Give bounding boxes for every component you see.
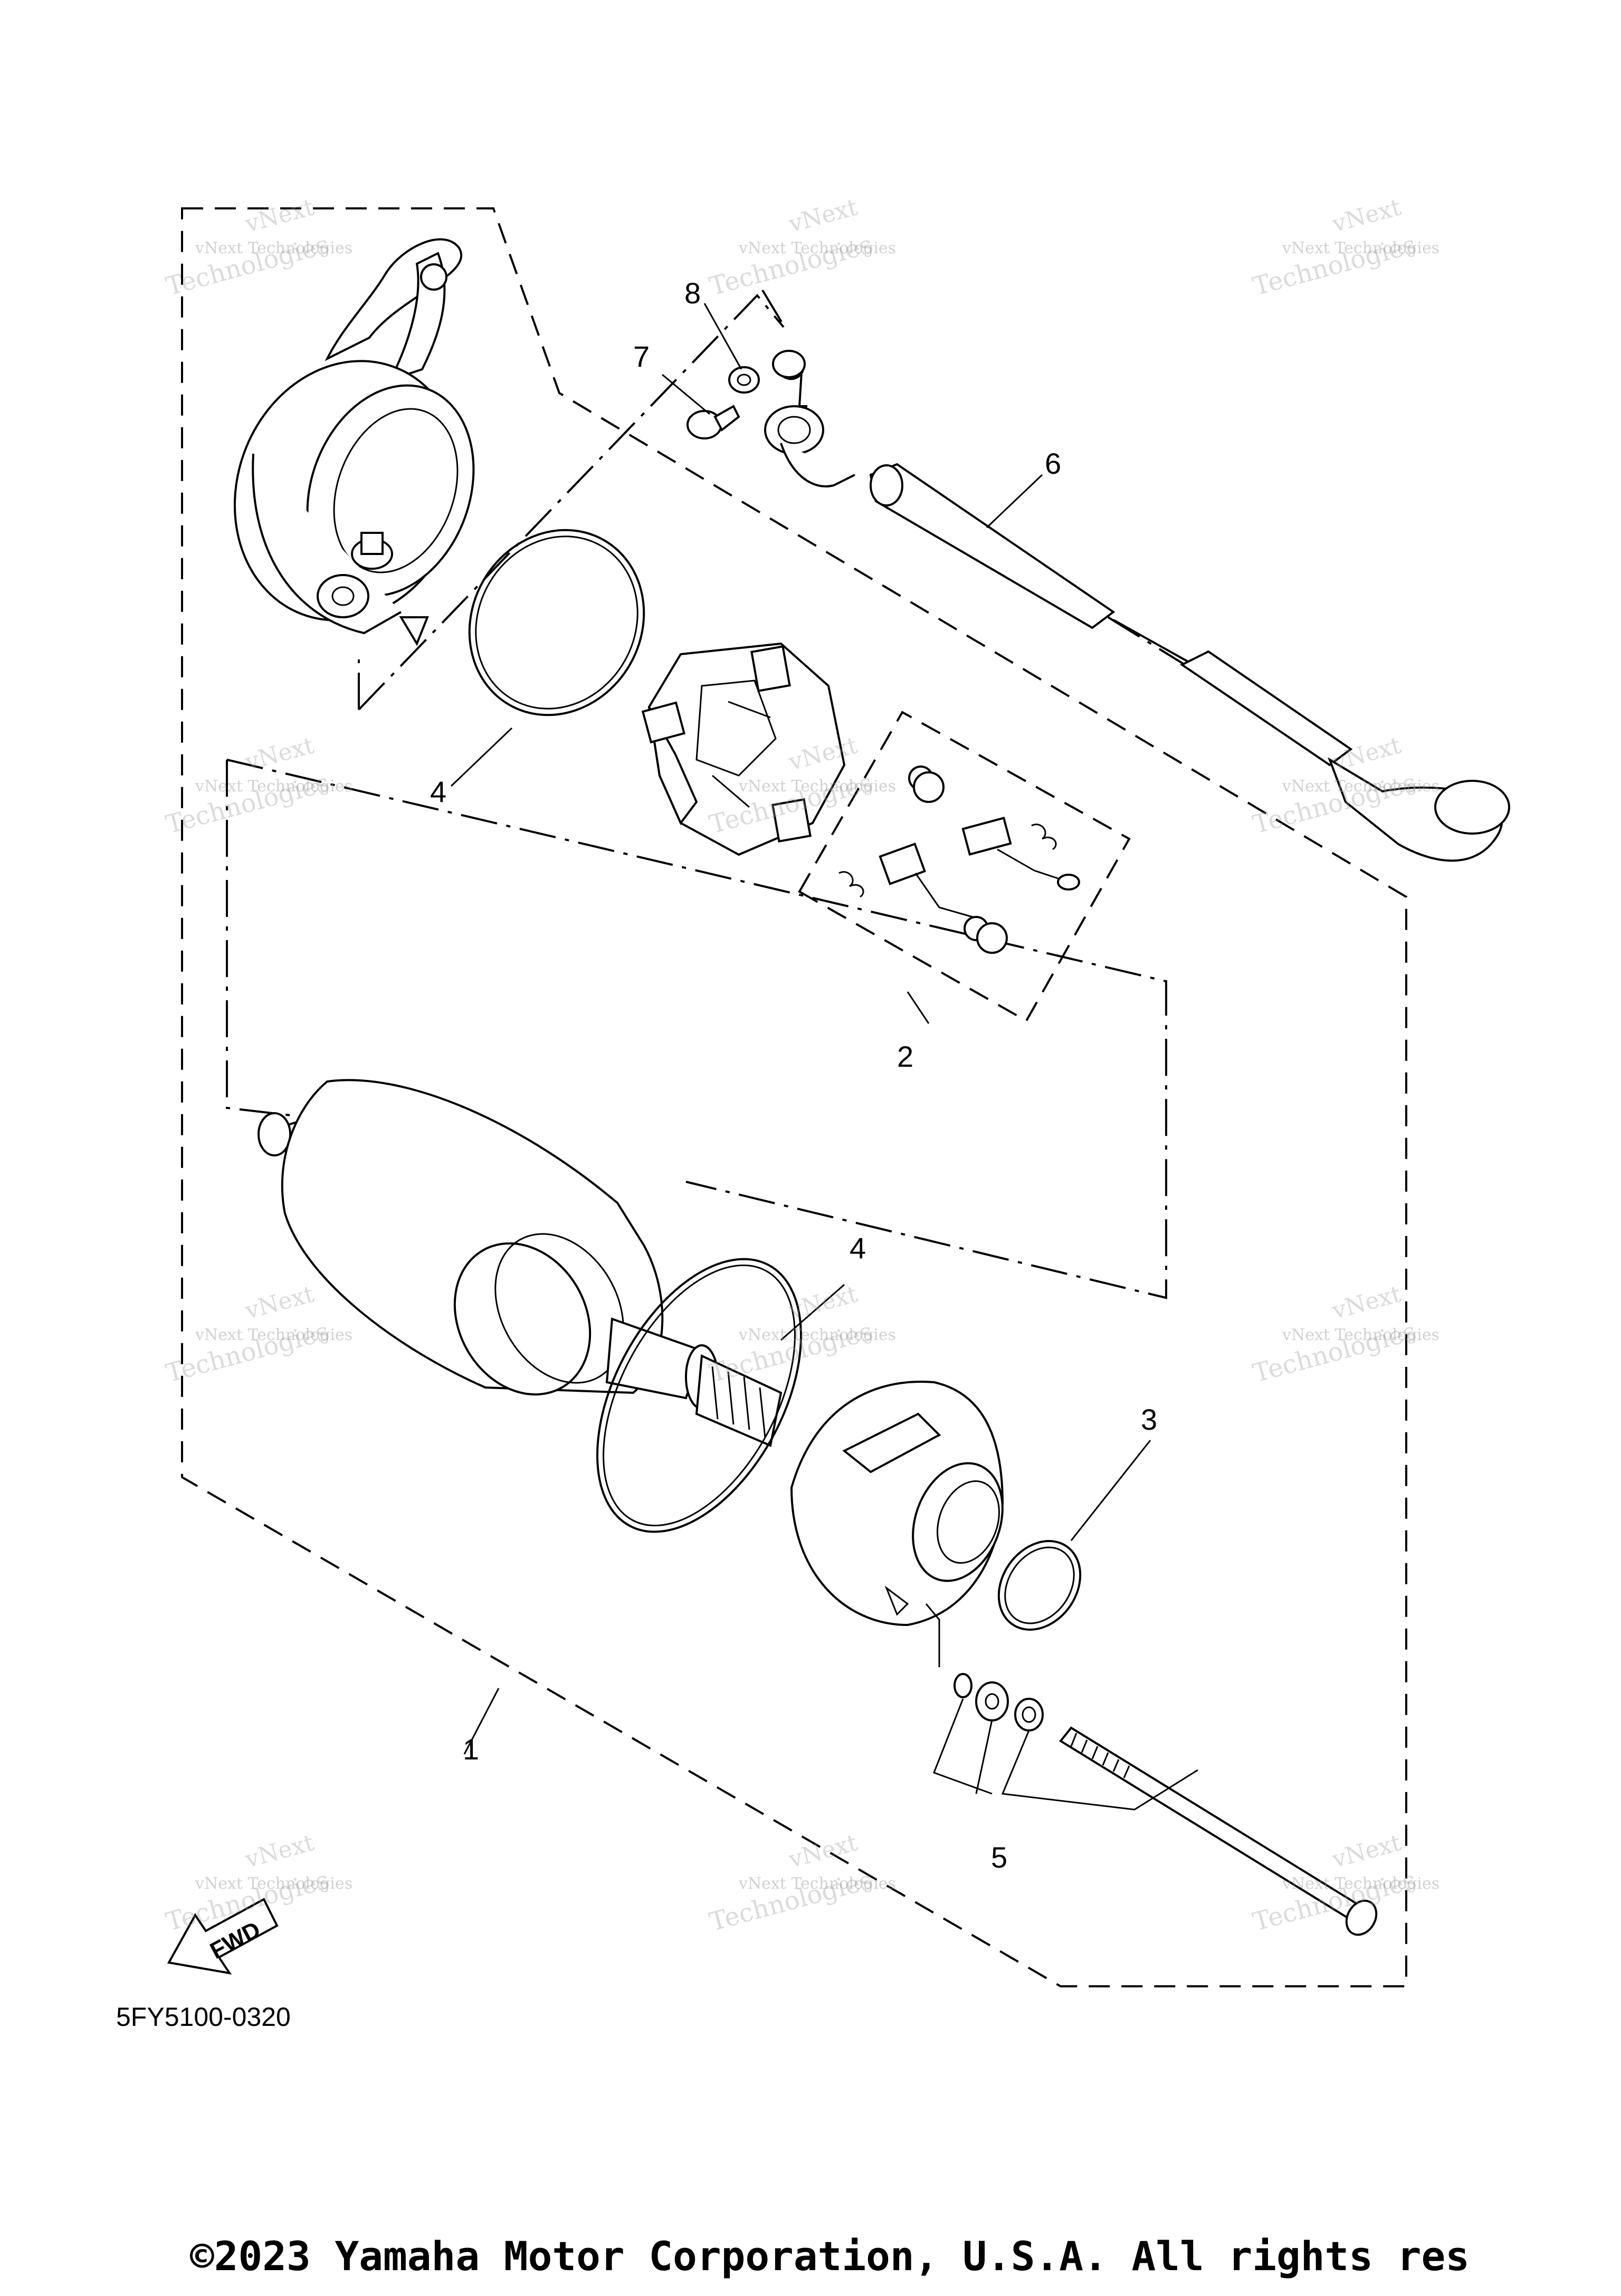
svg-text:vNext Technologies: vNext Technologies (195, 1326, 352, 1344)
copyright-notice: ©2023 Yamaha Motor Corporation, U.S.A. A… (190, 2233, 1470, 2280)
callout-4-lower: 4 (850, 1231, 866, 1265)
svg-text:vNext Technologies: vNext Technologies (195, 1874, 352, 1893)
callout-7: 7 (633, 340, 650, 373)
callout-1: 1 (463, 1733, 479, 1766)
svg-text:vNext Technologies: vNext Technologies (738, 1326, 896, 1344)
svg-text:vNext Technologies: vNext Technologies (1282, 1326, 1439, 1344)
watermark: vNext Technologies vNext Technologies (1250, 1280, 1439, 1388)
watermark: vNext Technologies vNext Technologies (707, 194, 896, 301)
watermark: vNext Technologies vNext Technologies (1250, 194, 1439, 301)
callout-2: 2 (897, 1040, 913, 1073)
svg-text:vNext Technologies: vNext Technologies (1282, 777, 1439, 796)
watermark: vNext Technologies vNext Technologies (163, 194, 352, 301)
callout-8: 8 (684, 276, 701, 310)
watermark: vNext Technologies vNext Technologies (1250, 1829, 1439, 1937)
brush-holder (641, 642, 846, 856)
callout-6: 6 (1045, 447, 1061, 480)
callout-4-upper: 4 (430, 775, 446, 808)
terminal-lead (764, 350, 1510, 862)
svg-text:vNext Technologies: vNext Technologies (738, 239, 896, 257)
svg-text:vNext: vNext (786, 1829, 861, 1873)
o-ring-lower (596, 1258, 802, 1533)
o-ring-upper (468, 529, 645, 716)
svg-text:vNext Technologies: vNext Technologies (1282, 239, 1439, 257)
svg-text:vNext Technologies: vNext Technologies (1282, 1874, 1439, 1893)
watermark: vNext Technologies vNext Technologies (163, 732, 352, 839)
svg-text:vNext Technologies: vNext Technologies (195, 239, 352, 257)
svg-text:vNext: vNext (1329, 1280, 1404, 1325)
svg-text:vNext: vNext (242, 1280, 317, 1325)
svg-text:vNext Technologies: vNext Technologies (738, 777, 896, 796)
watermark: vNext Technologies vNext Technologies (707, 1829, 896, 1937)
bolt-set-5 (953, 1673, 1378, 1936)
screw-7 (686, 405, 740, 439)
front-cover (233, 238, 475, 646)
callout-3: 3 (1141, 1403, 1157, 1436)
svg-text:vNext: vNext (242, 732, 317, 776)
svg-text:vNext: vNext (786, 1280, 861, 1325)
svg-text:vNext: vNext (1329, 1829, 1404, 1873)
svg-text:vNext Technologies: vNext Technologies (738, 1874, 896, 1893)
washer-8 (728, 366, 760, 394)
alignment-line-top (358, 289, 787, 711)
svg-text:vNext: vNext (1329, 194, 1404, 238)
yoke-armature (258, 1079, 783, 1447)
svg-text:vNext Technologies: vNext Technologies (195, 777, 352, 796)
assembly-boundary (181, 207, 1407, 1987)
watermark: vNext Technologies vNext Technologies (707, 1280, 896, 1388)
svg-text:vNext: vNext (1329, 732, 1404, 776)
figure-number: 5FY5100-0320 (116, 2002, 291, 2032)
brush-kit-boundary (798, 711, 1131, 1022)
callout-5: 5 (991, 1841, 1007, 1874)
svg-text:vNext: vNext (242, 1829, 317, 1873)
svg-text:vNext: vNext (786, 194, 861, 238)
watermark: vNext Technologies vNext Technologies (163, 1280, 352, 1388)
brush-kit (838, 766, 1080, 954)
leader-lines (450, 303, 1198, 1811)
svg-text:vNext: vNext (242, 194, 317, 238)
o-ring-3 (997, 1540, 1082, 1631)
rear-cover (790, 1381, 1004, 1627)
